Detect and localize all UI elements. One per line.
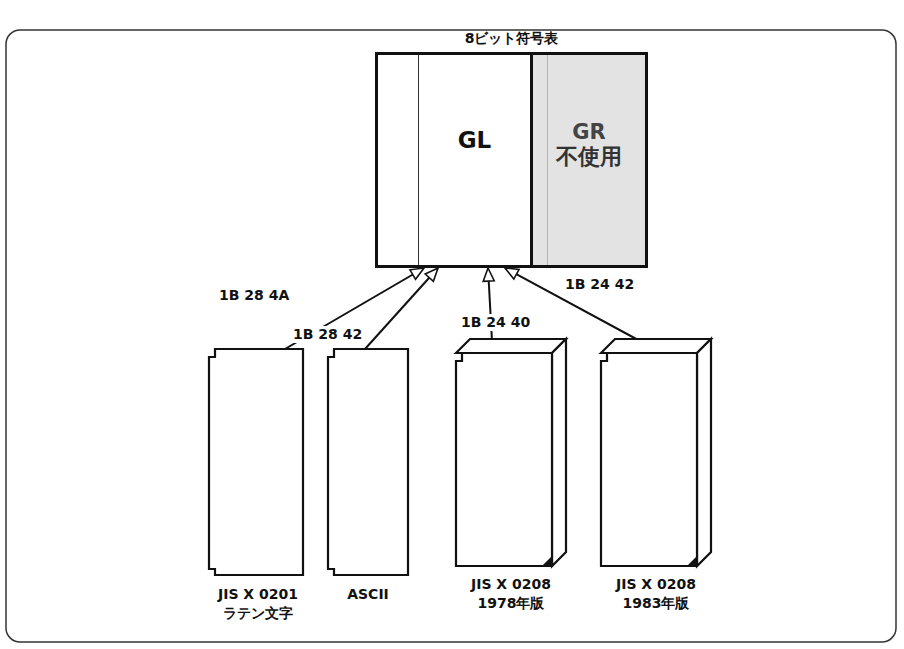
connector-line bbox=[365, 268, 438, 349]
escape-sequence: 1B 24 40 bbox=[458, 314, 533, 331]
connector bbox=[365, 268, 438, 349]
charset-shape: JIS X 0208 1983年版 bbox=[595, 333, 717, 613]
sheet-outline bbox=[209, 349, 303, 575]
arrow-head bbox=[483, 268, 494, 281]
code-region: GL bbox=[418, 55, 533, 265]
charset-box-icon bbox=[450, 333, 572, 573]
unused-note: 不使用 bbox=[533, 144, 645, 170]
escape-sequence: 1B 28 4A bbox=[216, 287, 292, 304]
region-label: GL bbox=[419, 127, 530, 153]
charset-name: JIS X 0201 ラテン文字 bbox=[212, 585, 304, 623]
box-side-face bbox=[552, 339, 566, 566]
sheet-outline bbox=[328, 349, 408, 575]
charset-shape: ASCII bbox=[322, 343, 412, 604]
box-corner-mark bbox=[687, 556, 697, 566]
charset-name: JIS X 0208 1983年版 bbox=[610, 575, 702, 613]
table-heading: 8ビット符号表 bbox=[338, 30, 685, 48]
code-region: GR不使用 bbox=[533, 55, 645, 265]
charset-name: ASCII bbox=[322, 585, 414, 604]
arrow-head bbox=[410, 268, 424, 279]
region-label: GR bbox=[533, 121, 645, 144]
arrow-head bbox=[425, 268, 438, 281]
box-side-face bbox=[697, 339, 711, 566]
charset-box-icon bbox=[595, 333, 717, 573]
escape-sequence: 1B 24 42 bbox=[562, 276, 637, 293]
charset-shape: JIS X 0201 ラテン文字 bbox=[203, 343, 313, 623]
arrow-head bbox=[505, 268, 519, 279]
box-corner-mark bbox=[542, 556, 552, 566]
figure-frame bbox=[6, 30, 896, 642]
charset-sheet-icon bbox=[203, 343, 313, 583]
connector bbox=[285, 268, 424, 349]
charset-name: JIS X 0208 1978年版 bbox=[465, 575, 557, 613]
connector-line bbox=[285, 268, 424, 349]
code-table: 8ビット符号表GLGR不使用 bbox=[375, 52, 648, 268]
box-top-face bbox=[456, 339, 566, 353]
box-top-face bbox=[601, 339, 711, 353]
escape-sequence: 1B 28 42 bbox=[290, 326, 365, 343]
box-front-face bbox=[601, 353, 697, 566]
charset-shape: JIS X 0208 1978年版 bbox=[450, 333, 572, 613]
charset-sheet-icon bbox=[322, 343, 412, 583]
box-front-face bbox=[456, 353, 552, 566]
